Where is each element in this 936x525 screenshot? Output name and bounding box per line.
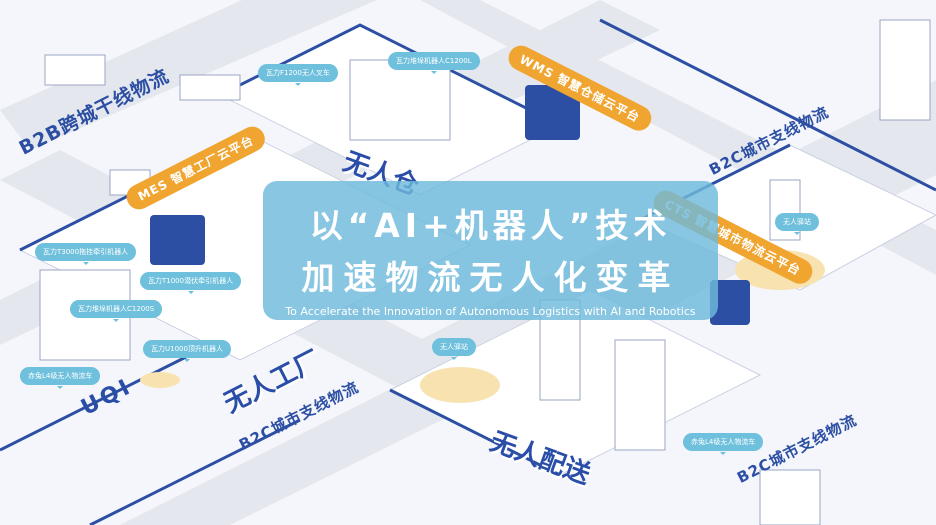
hero-banner: 以“AI+机器人”技术 加速物流无人化变革 To Accelerate the … (263, 181, 718, 320)
bubble-u1000: 瓦力U1000顶升机器人 (143, 340, 231, 362)
bubble-station-center: 无人驿站 (432, 338, 476, 360)
bubble-f1200: 瓦力F1200无人叉车 (258, 64, 338, 86)
bubble-l4-vehicle-left: 赤兔L4级无人物流车 (20, 367, 101, 389)
hero-title-line2: 加速物流无人化变革 (301, 258, 680, 297)
bubble-t3000: 瓦力T3000拖挂牵引机器人 (35, 243, 137, 265)
hero-subtitle: To Accelerate the Innovation of Autonomo… (285, 305, 696, 318)
bubble-c1200s: 瓦力堆垛机器人C1200S (70, 300, 163, 322)
bubble-c1200l: 瓦力堆垛机器人C1200L (388, 52, 480, 74)
bubble-t1000: 瓦力T1000潜伏牵引机器人 (140, 272, 242, 294)
bubble-station-right: 无人驿站 (775, 213, 819, 235)
hero-title-line1: 以“AI+机器人”技术 (309, 206, 672, 245)
bubble-l4-vehicle-right: 赤兔L4级无人物流车 (683, 433, 764, 455)
